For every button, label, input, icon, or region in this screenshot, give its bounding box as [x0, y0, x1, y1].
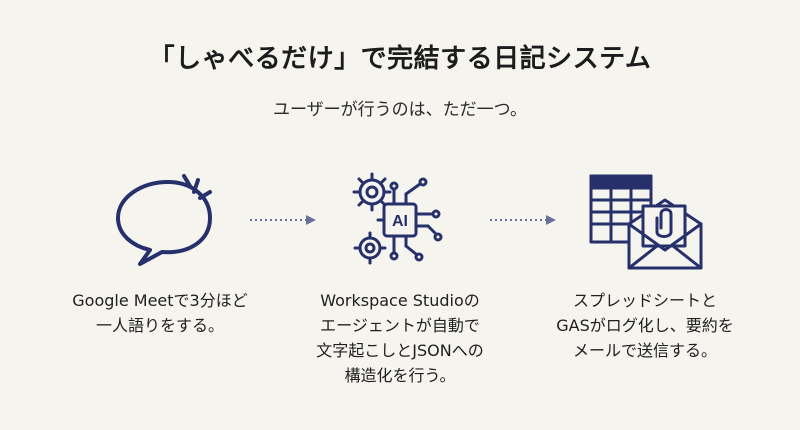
step-1-description: Google Meetで3分ほど 一人語りをする。	[40, 288, 280, 338]
step-1-line: Google Meetで3分ほど	[72, 291, 248, 310]
page-subtitle: ユーザーが行うのは、ただ一つ。	[273, 100, 527, 120]
spreadsheet-mail-icon	[589, 174, 703, 270]
ai-chip-label: AI	[392, 213, 408, 230]
step-3-line: メールで送信する。	[572, 341, 717, 360]
step-2-description: Workspace Studioの エージェントが自動で 文字起こしとJSONへ…	[280, 288, 520, 388]
step-2-line: エージェントが自動で	[320, 316, 480, 335]
speech-bubble-icon	[116, 174, 212, 266]
step-2-line: Workspace Studioの	[320, 291, 480, 310]
step-2-line: 構造化を行う。	[344, 366, 456, 385]
step-3-description: スプレッドシートと GASがログ化し、要約を メールで送信する。	[525, 288, 765, 363]
step-3-line: GASがログ化し、要約を	[556, 316, 734, 335]
ai-chip-gears-icon: AI	[352, 172, 443, 265]
step-3-line: スプレッドシートと	[572, 291, 717, 310]
page-title: 「しゃべるだけ」で完結する日記システム	[148, 44, 652, 74]
step-1-line: 一人語りをする。	[95, 316, 224, 335]
flow-arrow-2	[490, 215, 556, 225]
step-2-line: 文字起こしとJSONへの	[316, 341, 484, 360]
flow-arrow-1	[250, 215, 316, 225]
